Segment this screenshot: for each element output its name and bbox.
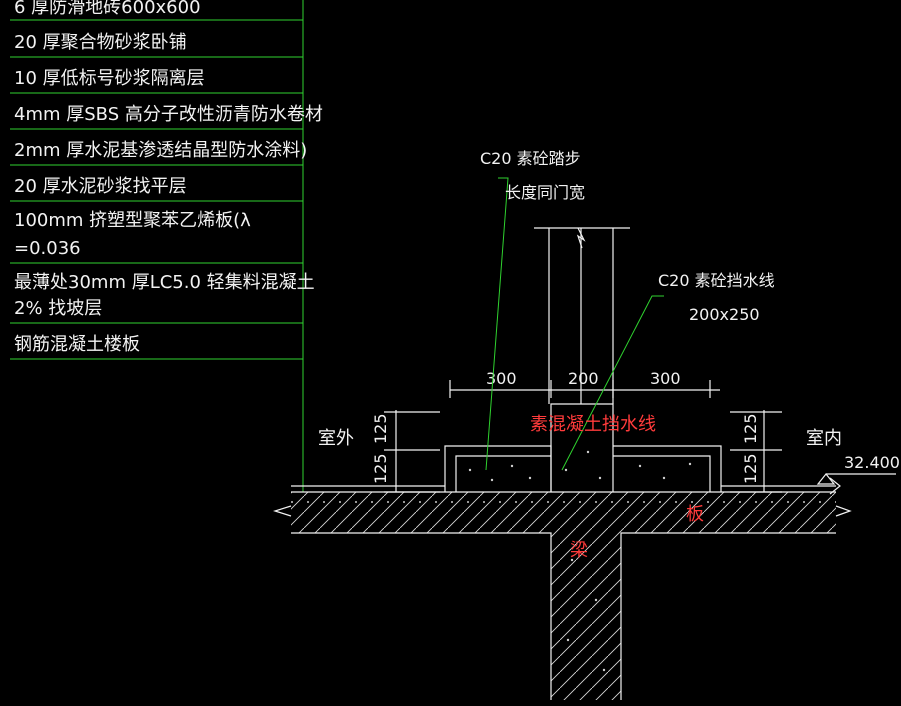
- curb-annotation-line1: C20 素砼挡水线: [658, 271, 775, 290]
- dim-top-200: 200: [568, 369, 599, 388]
- beam-highlight-label: 梁: [570, 540, 588, 561]
- legend-row-8a: 最薄处30mm 厚LC5.0 轻集料混凝土: [14, 272, 315, 293]
- right-dimension: 125 125: [730, 410, 782, 493]
- step-and-curb: [444, 227, 722, 672]
- dim-right-125-bottom: 125: [741, 453, 760, 484]
- outdoor-label: 室外: [318, 428, 354, 449]
- legend-row-3: 10 厚低标号砂浆隔离层: [14, 68, 205, 89]
- elevation-marker: 32.400: [816, 453, 900, 485]
- slab-highlight-label: 板: [686, 504, 704, 525]
- dim-left-125-bottom: 125: [371, 453, 390, 484]
- step-annotation-line1: C20 素砼踏步: [480, 149, 581, 168]
- top-dimension: 300 200 300: [449, 369, 720, 398]
- legend-row-8b: 2% 找坡层: [14, 298, 102, 319]
- indoor-label: 室内: [806, 428, 842, 449]
- dim-top-300-left: 300: [486, 369, 517, 388]
- layer-legend-table: 6 厚防滑地砖600x600 20 厚聚合物砂浆卧铺 10 厚低标号砂浆隔离层 …: [10, 0, 323, 492]
- legend-row-1: 6 厚防滑地砖600x600: [14, 0, 201, 18]
- elevation-value: 32.400: [844, 453, 900, 472]
- legend-row-2: 20 厚聚合物砂浆卧铺: [14, 32, 187, 53]
- left-dimension: 125 125: [371, 410, 440, 493]
- legend-row-6: 20 厚水泥砂浆找平层: [14, 176, 187, 197]
- step-annotation-line2: 长度同门宽: [505, 183, 585, 202]
- dim-right-125-top: 125: [741, 413, 760, 444]
- legend-row-7a: 100mm 挤塑型聚苯乙烯板(λ: [14, 210, 251, 231]
- leader-lines: [485, 177, 664, 471]
- dim-top-300-right: 300: [650, 369, 681, 388]
- legend-row-4: 4mm 厚SBS 高分子改性沥青防水卷材: [14, 104, 323, 125]
- concrete-slab: [272, 477, 852, 700]
- curb-annotation-line2: 200x250: [689, 305, 760, 324]
- legend-row-7b: =0.036: [14, 238, 81, 259]
- legend-row-9: 钢筋混凝土楼板: [14, 334, 140, 355]
- legend-row-5: 2mm 厚水泥基渗透结晶型防水涂料): [14, 140, 307, 161]
- curb-highlight-label: 素混凝土挡水线: [530, 414, 656, 435]
- dim-left-125-top: 125: [371, 413, 390, 444]
